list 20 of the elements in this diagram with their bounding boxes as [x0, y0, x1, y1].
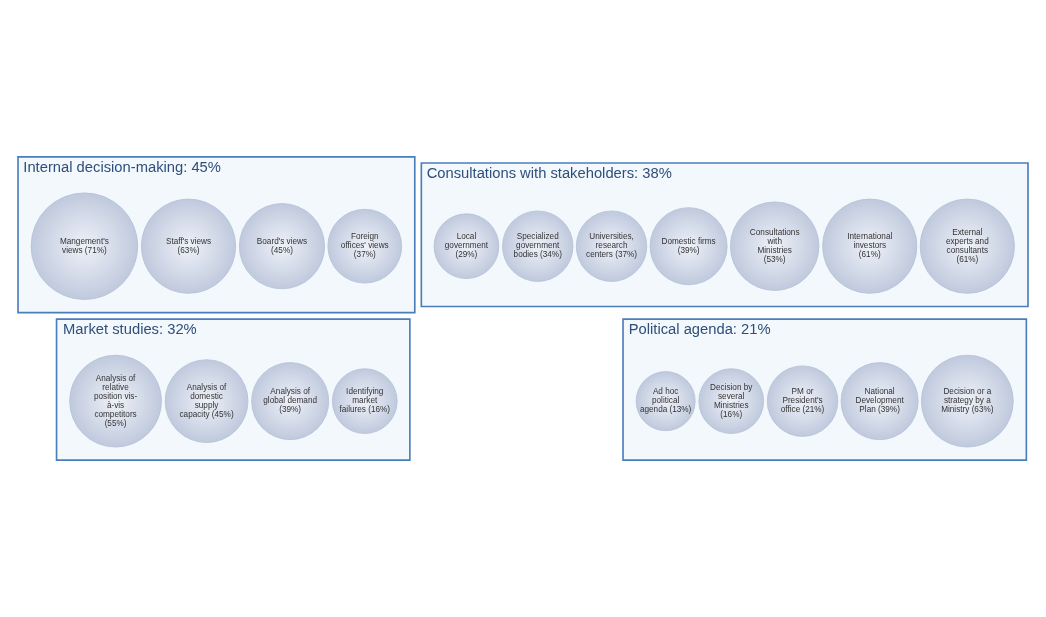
node-circle: Decision or a strategy by a Ministry (63%) — [921, 354, 1014, 448]
node-circle: National Development Plan (39%) — [840, 362, 919, 441]
node-circle: External experts and consultants (61%) — [919, 198, 1015, 294]
node-circle: Analysis of domestic supply capacity (45%) — [164, 359, 249, 443]
node-circle: Ad hoc political agenda (13%) — [635, 371, 696, 432]
node-circle: Universities, research centers (37%) — [575, 210, 648, 282]
node-circle: Analysis of relative position vis-à-vis competitors (55%) — [69, 354, 162, 448]
node-circle: Domestic firms (39%) — [649, 207, 728, 286]
node-circle: Identifying market failures (16%) — [332, 368, 398, 434]
node-circle: Foreign offices' views (37%) — [327, 208, 403, 284]
node-circle: Mangement's views (71%) — [30, 192, 139, 300]
node-circle: Consultations with Ministries (53%) — [730, 201, 820, 291]
node-circle: International investors (61%) — [822, 198, 918, 294]
node-circle: Decision by several Ministries (16%) — [698, 368, 764, 434]
node-circle: Board's views (45%) — [238, 203, 326, 290]
node-circle: Staff's views (63%) — [140, 198, 237, 294]
node-circle: Local government (29%) — [433, 213, 500, 279]
node-circle: Specialized government bodies (34%) — [502, 210, 574, 282]
node-circle: Analysis of global demand (39%) — [251, 362, 330, 441]
node-circle: PM or President's office (21%) — [766, 365, 839, 437]
